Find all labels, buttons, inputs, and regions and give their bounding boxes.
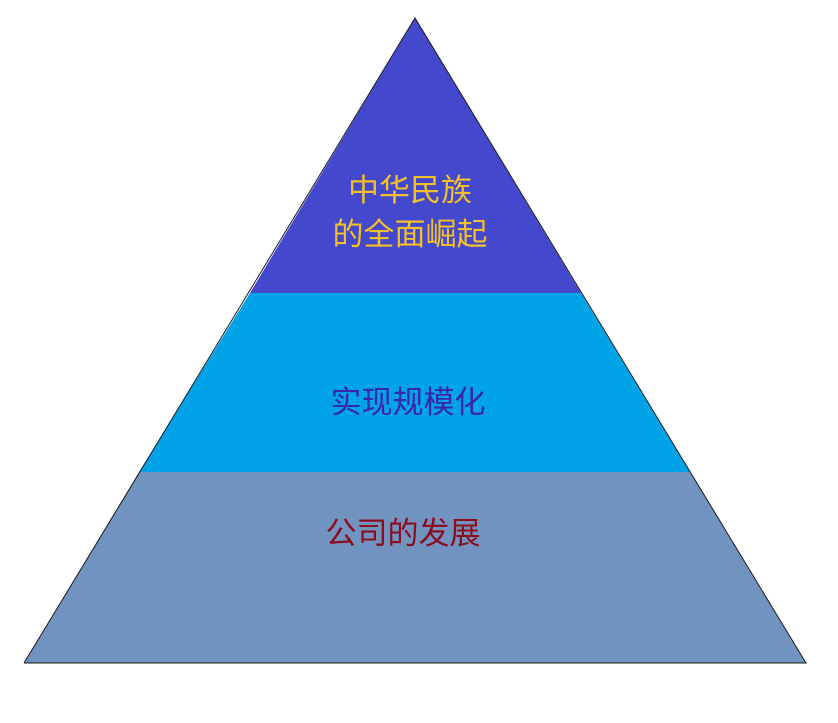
pyramid-tier-bottom	[24, 472, 806, 663]
pyramid-tier-middle	[139, 293, 690, 472]
tier-label-top: 中华民族 的全面崛起	[333, 169, 488, 257]
tier-label-bottom: 公司的发展	[326, 512, 481, 556]
pyramid-outline	[23, 17, 807, 664]
tier-top-line-2: 的全面崛起	[332, 217, 488, 253]
tier-bottom-line-1: 公司的发展	[325, 516, 481, 552]
tier-middle-line-1: 实现规模化	[330, 385, 486, 421]
tier-top-line-1: 中华民族	[348, 173, 472, 209]
tier-label-middle: 实现规模化	[331, 381, 486, 425]
pyramid-tier-top	[250, 18, 581, 293]
